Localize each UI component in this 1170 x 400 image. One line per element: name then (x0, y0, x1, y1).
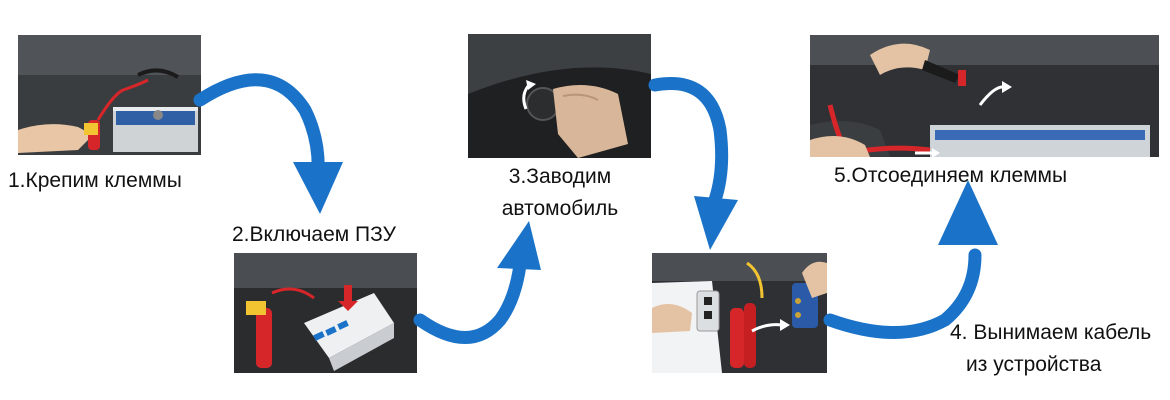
step-4-photo (652, 253, 827, 373)
jump-starter-icon (234, 253, 417, 373)
step-3-caption-line1: 3.Заводим (508, 165, 612, 188)
clamp-battery-icon (18, 35, 201, 155)
step-3-photo (468, 34, 651, 158)
step-5-caption: 5.Отсоединяем клеммы (834, 164, 1068, 187)
step-5-photo (810, 35, 1159, 157)
ignition-key-icon (468, 34, 651, 158)
step-1-photo (18, 35, 201, 155)
arrow-1-head (293, 162, 343, 214)
step-3-caption-line2: автомобиль (501, 197, 619, 220)
step-1-caption: 1.Крепим клеммы (8, 169, 182, 192)
step-4-caption-line2: из устройства (966, 353, 1102, 376)
arrow-4-head (938, 180, 998, 245)
arrow-3-to-4 (648, 77, 729, 207)
arrow-2-to-3 (413, 258, 527, 344)
step-2-photo (234, 253, 417, 373)
remove-clamps-icon (810, 35, 1159, 157)
arrow-3-head (694, 196, 738, 250)
step-2-caption: 2.Включаем ПЗУ (232, 223, 396, 246)
arrow-2-head (497, 221, 541, 270)
arrow-1-to-2 (193, 73, 325, 182)
step-4-caption-line1: 4. Вынимаем кабель (950, 321, 1152, 344)
unplug-cable-icon (652, 253, 827, 373)
